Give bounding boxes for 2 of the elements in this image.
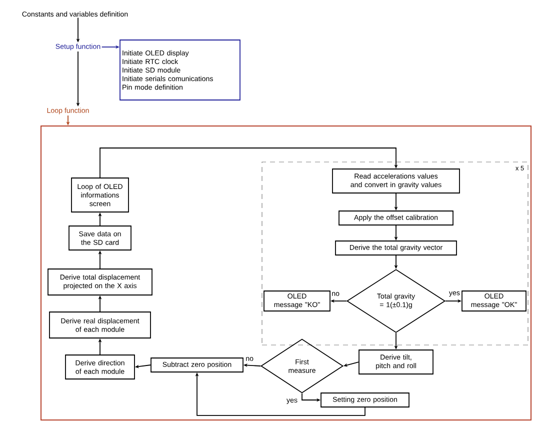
arrow [100,148,398,178]
loop-frame [40,126,532,420]
